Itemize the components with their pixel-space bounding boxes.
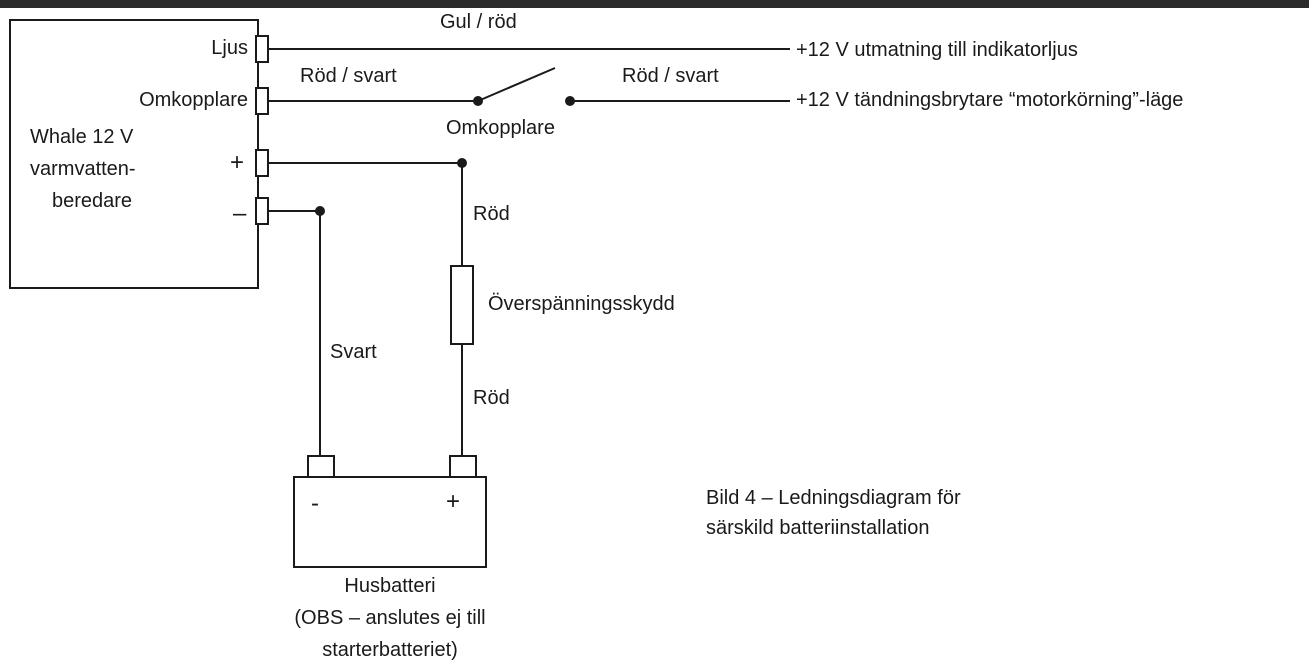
terminal-plus-sign: +: [230, 149, 245, 176]
surge-protector-label: Överspänningsskydd: [488, 293, 675, 315]
terminal-minus-sign: –: [233, 200, 247, 227]
terminal-minus: [255, 197, 269, 225]
battery-caption-line1: Husbatteri: [344, 575, 436, 597]
positive-upper-color-label: Röd: [473, 203, 510, 225]
switch-wire-right-label: Röd / svart: [622, 65, 719, 87]
battery-body: [293, 476, 487, 568]
junction-dot-switch-left: [473, 96, 483, 106]
junction-dot-switch-right: [565, 96, 575, 106]
light-output-label: +12 V utmatning till indikatorljus: [796, 39, 1078, 61]
terminal-switch-label: Omkopplare: [139, 89, 248, 111]
terminal-switch: [255, 87, 269, 115]
positive-lower-color-label: Röd: [473, 387, 510, 409]
battery-plus-sign: +: [446, 488, 461, 515]
heater-title-line2: varmvatten-: [30, 158, 136, 180]
figure-caption-line1: Bild 4 – Ledningsdiagram för: [706, 487, 961, 509]
battery-minus-sign: -: [311, 490, 319, 517]
surge-protector-body: [450, 265, 474, 345]
terminal-light: [255, 35, 269, 63]
ignition-output-label: +12 V tändningsbrytare “motorkörning”-lä…: [796, 89, 1184, 111]
light-wire-color-label: Gul / röd: [440, 11, 517, 33]
heater-box: [9, 19, 259, 289]
battery-caption-line3: starterbatteriet): [322, 639, 458, 661]
heater-title-line3: beredare: [52, 190, 133, 212]
junction-dot-minus: [315, 206, 325, 216]
battery-caption-line2: (OBS – anslutes ej till: [294, 607, 486, 629]
terminal-light-label: Ljus: [211, 37, 248, 59]
battery-post-minus: [307, 455, 335, 478]
negative-color-label: Svart: [330, 341, 377, 363]
battery-post-plus: [449, 455, 477, 478]
terminal-plus: [255, 149, 269, 177]
header-bar: [0, 0, 1309, 8]
junction-dot-plus: [457, 158, 467, 168]
figure-caption-line2: särskild batteriinstallation: [706, 517, 930, 539]
switch-label: Omkopplare: [446, 117, 555, 139]
heater-title-line1: Whale 12 V: [30, 126, 134, 148]
switch-lever: [477, 67, 556, 102]
switch-wire-left-label: Röd / svart: [300, 65, 397, 87]
